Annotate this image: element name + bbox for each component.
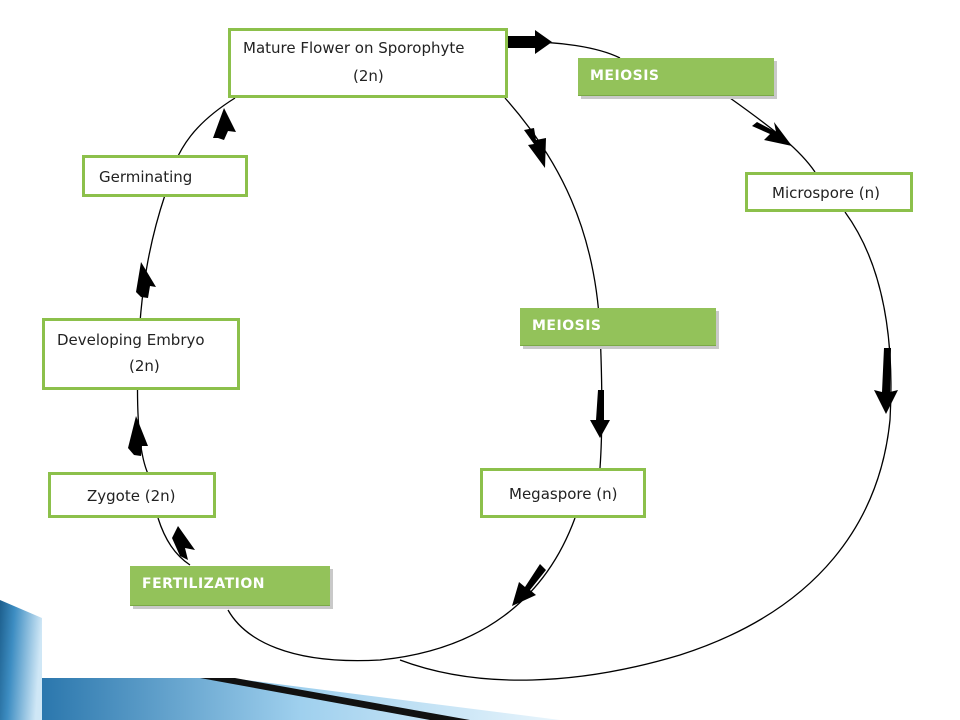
cycle-curve-microspore xyxy=(399,41,892,681)
node-developing-embryo: Developing Embryo (2n) xyxy=(42,318,240,390)
node-germinating: Germinating xyxy=(82,155,248,197)
arrow-up-to-zygote xyxy=(172,526,195,560)
tag-fertilization: FERTILIZATION xyxy=(130,566,330,606)
cycle-curve-to-fertilization xyxy=(227,517,576,662)
node-zygote-line1: Zygote (2n) xyxy=(87,487,176,505)
node-developing-embryo-line1: Developing Embryo xyxy=(57,331,205,349)
arrow-down-to-fertilization xyxy=(512,564,546,606)
arrow-down-to-megaspore xyxy=(590,390,610,438)
arrow-down-to-meiosis-mid xyxy=(524,128,546,168)
arrow-right-to-meiosis xyxy=(508,30,552,54)
slide-corner-left xyxy=(0,600,42,720)
node-mature-flower: Mature Flower on Sporophyte (2n) xyxy=(228,28,508,98)
node-microspore-line1: Microspore (n) xyxy=(772,184,880,202)
node-mature-flower-line2: (2n) xyxy=(353,67,384,85)
arrow-up-to-germinating xyxy=(136,262,156,298)
node-microspore: Microspore (n) xyxy=(745,172,913,212)
node-germinating-line1: Germinating xyxy=(99,168,193,186)
arrow-up-to-flower xyxy=(213,108,236,140)
node-zygote: Zygote (2n) xyxy=(48,472,216,518)
node-mature-flower-line1: Mature Flower on Sporophyte xyxy=(243,39,465,57)
arrow-down-to-microspore xyxy=(752,122,792,146)
node-developing-embryo-line2: (2n) xyxy=(129,357,160,375)
arrow-down-microspore-path xyxy=(874,348,898,414)
slide-corner-dark-wedge xyxy=(200,678,470,720)
slide-corner-band xyxy=(42,678,560,720)
arrow-up-to-embryo xyxy=(128,416,148,456)
cycle-curve-megaspore xyxy=(504,97,603,469)
node-megaspore-line1: Megaspore (n) xyxy=(509,485,618,503)
tag-meiosis-mid: MEIOSIS xyxy=(520,308,716,346)
tag-meiosis-top: MEIOSIS xyxy=(578,58,774,96)
node-megaspore: Megaspore (n) xyxy=(480,468,646,518)
